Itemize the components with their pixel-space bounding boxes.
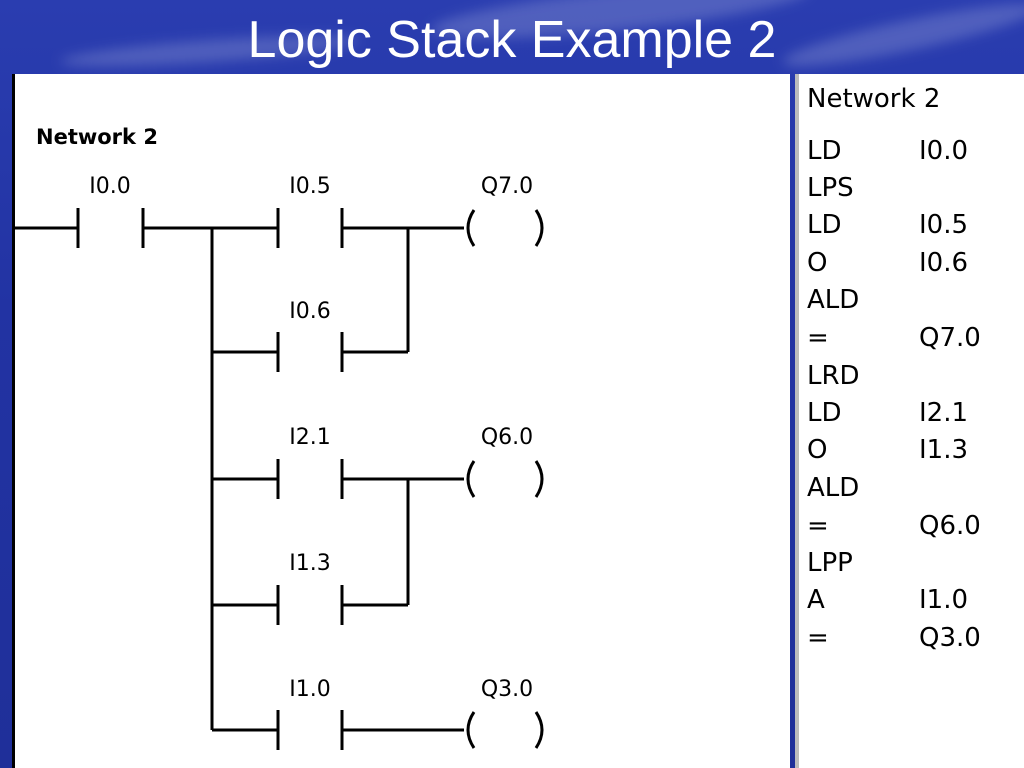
stl-instruction: = xyxy=(807,623,829,653)
stl-row: ALD xyxy=(807,473,1017,510)
left-power-rail xyxy=(12,74,15,768)
stl-row: LPP xyxy=(807,548,1017,585)
coil-label-q60: Q6.0 xyxy=(481,425,533,450)
stl-operand: I0.6 xyxy=(919,248,969,278)
stl-operand: I1.3 xyxy=(919,435,969,465)
stl-instruction: O xyxy=(807,435,828,465)
stl-instruction: LPS xyxy=(807,173,854,203)
stl-operand: Q7.0 xyxy=(919,323,981,353)
stl-instruction: LRD xyxy=(807,361,860,391)
stl-network-header: Network 2 xyxy=(807,84,941,114)
contact-label-i21: I2.1 xyxy=(289,425,330,450)
stl-operand: Q6.0 xyxy=(919,511,981,541)
stl-instruction: LD xyxy=(807,136,842,166)
stl-operand: I2.1 xyxy=(919,398,969,428)
stl-row: LRD xyxy=(807,361,1017,398)
stl-instruction: ALD xyxy=(807,473,860,503)
contact-label-main: I0.0 xyxy=(89,174,130,199)
stl-row: LD I0.5 xyxy=(807,210,1017,247)
ladder-diagram-panel: Network 2 I0.0 I0.5 I0.6 I2.1 I1.3 I1.0 … xyxy=(12,74,790,768)
stl-instruction: LPP xyxy=(807,548,853,578)
stl-row: LPS xyxy=(807,173,1017,210)
stl-row: ALD xyxy=(807,285,1017,322)
contact-label-i06: I0.6 xyxy=(289,299,330,324)
stl-operand: Q3.0 xyxy=(919,623,981,653)
ladder-diagram: Network 2 I0.0 I0.5 I0.6 I2.1 I1.3 I1.0 … xyxy=(12,125,544,750)
stl-instruction: O xyxy=(807,248,828,278)
stl-instruction: = xyxy=(807,511,829,541)
stl-row: = Q6.0 xyxy=(807,511,1017,548)
stl-operand: I1.0 xyxy=(919,585,969,615)
contact-label-i10: I1.0 xyxy=(289,677,330,702)
network-label: Network 2 xyxy=(36,125,158,149)
stl-row: A I1.0 xyxy=(807,585,1017,622)
stl-row: O I0.6 xyxy=(807,248,1017,285)
stl-row: LD I2.1 xyxy=(807,398,1017,435)
stl-row: LD I0.0 xyxy=(807,136,1017,173)
stl-instruction: A xyxy=(807,585,825,615)
stl-instruction: ALD xyxy=(807,285,860,315)
stl-listing-panel: Network 2 LD I0.0 LPS LD I0.5 O I0.6 ALD… xyxy=(795,74,1024,768)
panel-divider xyxy=(795,74,799,768)
stl-operand: I0.5 xyxy=(919,210,969,240)
stl-instruction: LD xyxy=(807,398,842,428)
stl-row: = Q3.0 xyxy=(807,623,1017,660)
contact-label-i13: I1.3 xyxy=(289,551,330,576)
coil-label-q70: Q7.0 xyxy=(481,174,533,199)
stl-operand: I0.0 xyxy=(919,136,969,166)
stl-instruction: LD xyxy=(807,210,842,240)
contact-label-i05: I0.5 xyxy=(289,174,330,199)
stl-row: = Q7.0 xyxy=(807,323,1017,360)
stl-row: O I1.3 xyxy=(807,435,1017,472)
coil-label-q30: Q3.0 xyxy=(481,677,533,702)
stl-instruction: = xyxy=(807,323,829,353)
slide-title: Logic Stack Example 2 xyxy=(247,11,777,69)
